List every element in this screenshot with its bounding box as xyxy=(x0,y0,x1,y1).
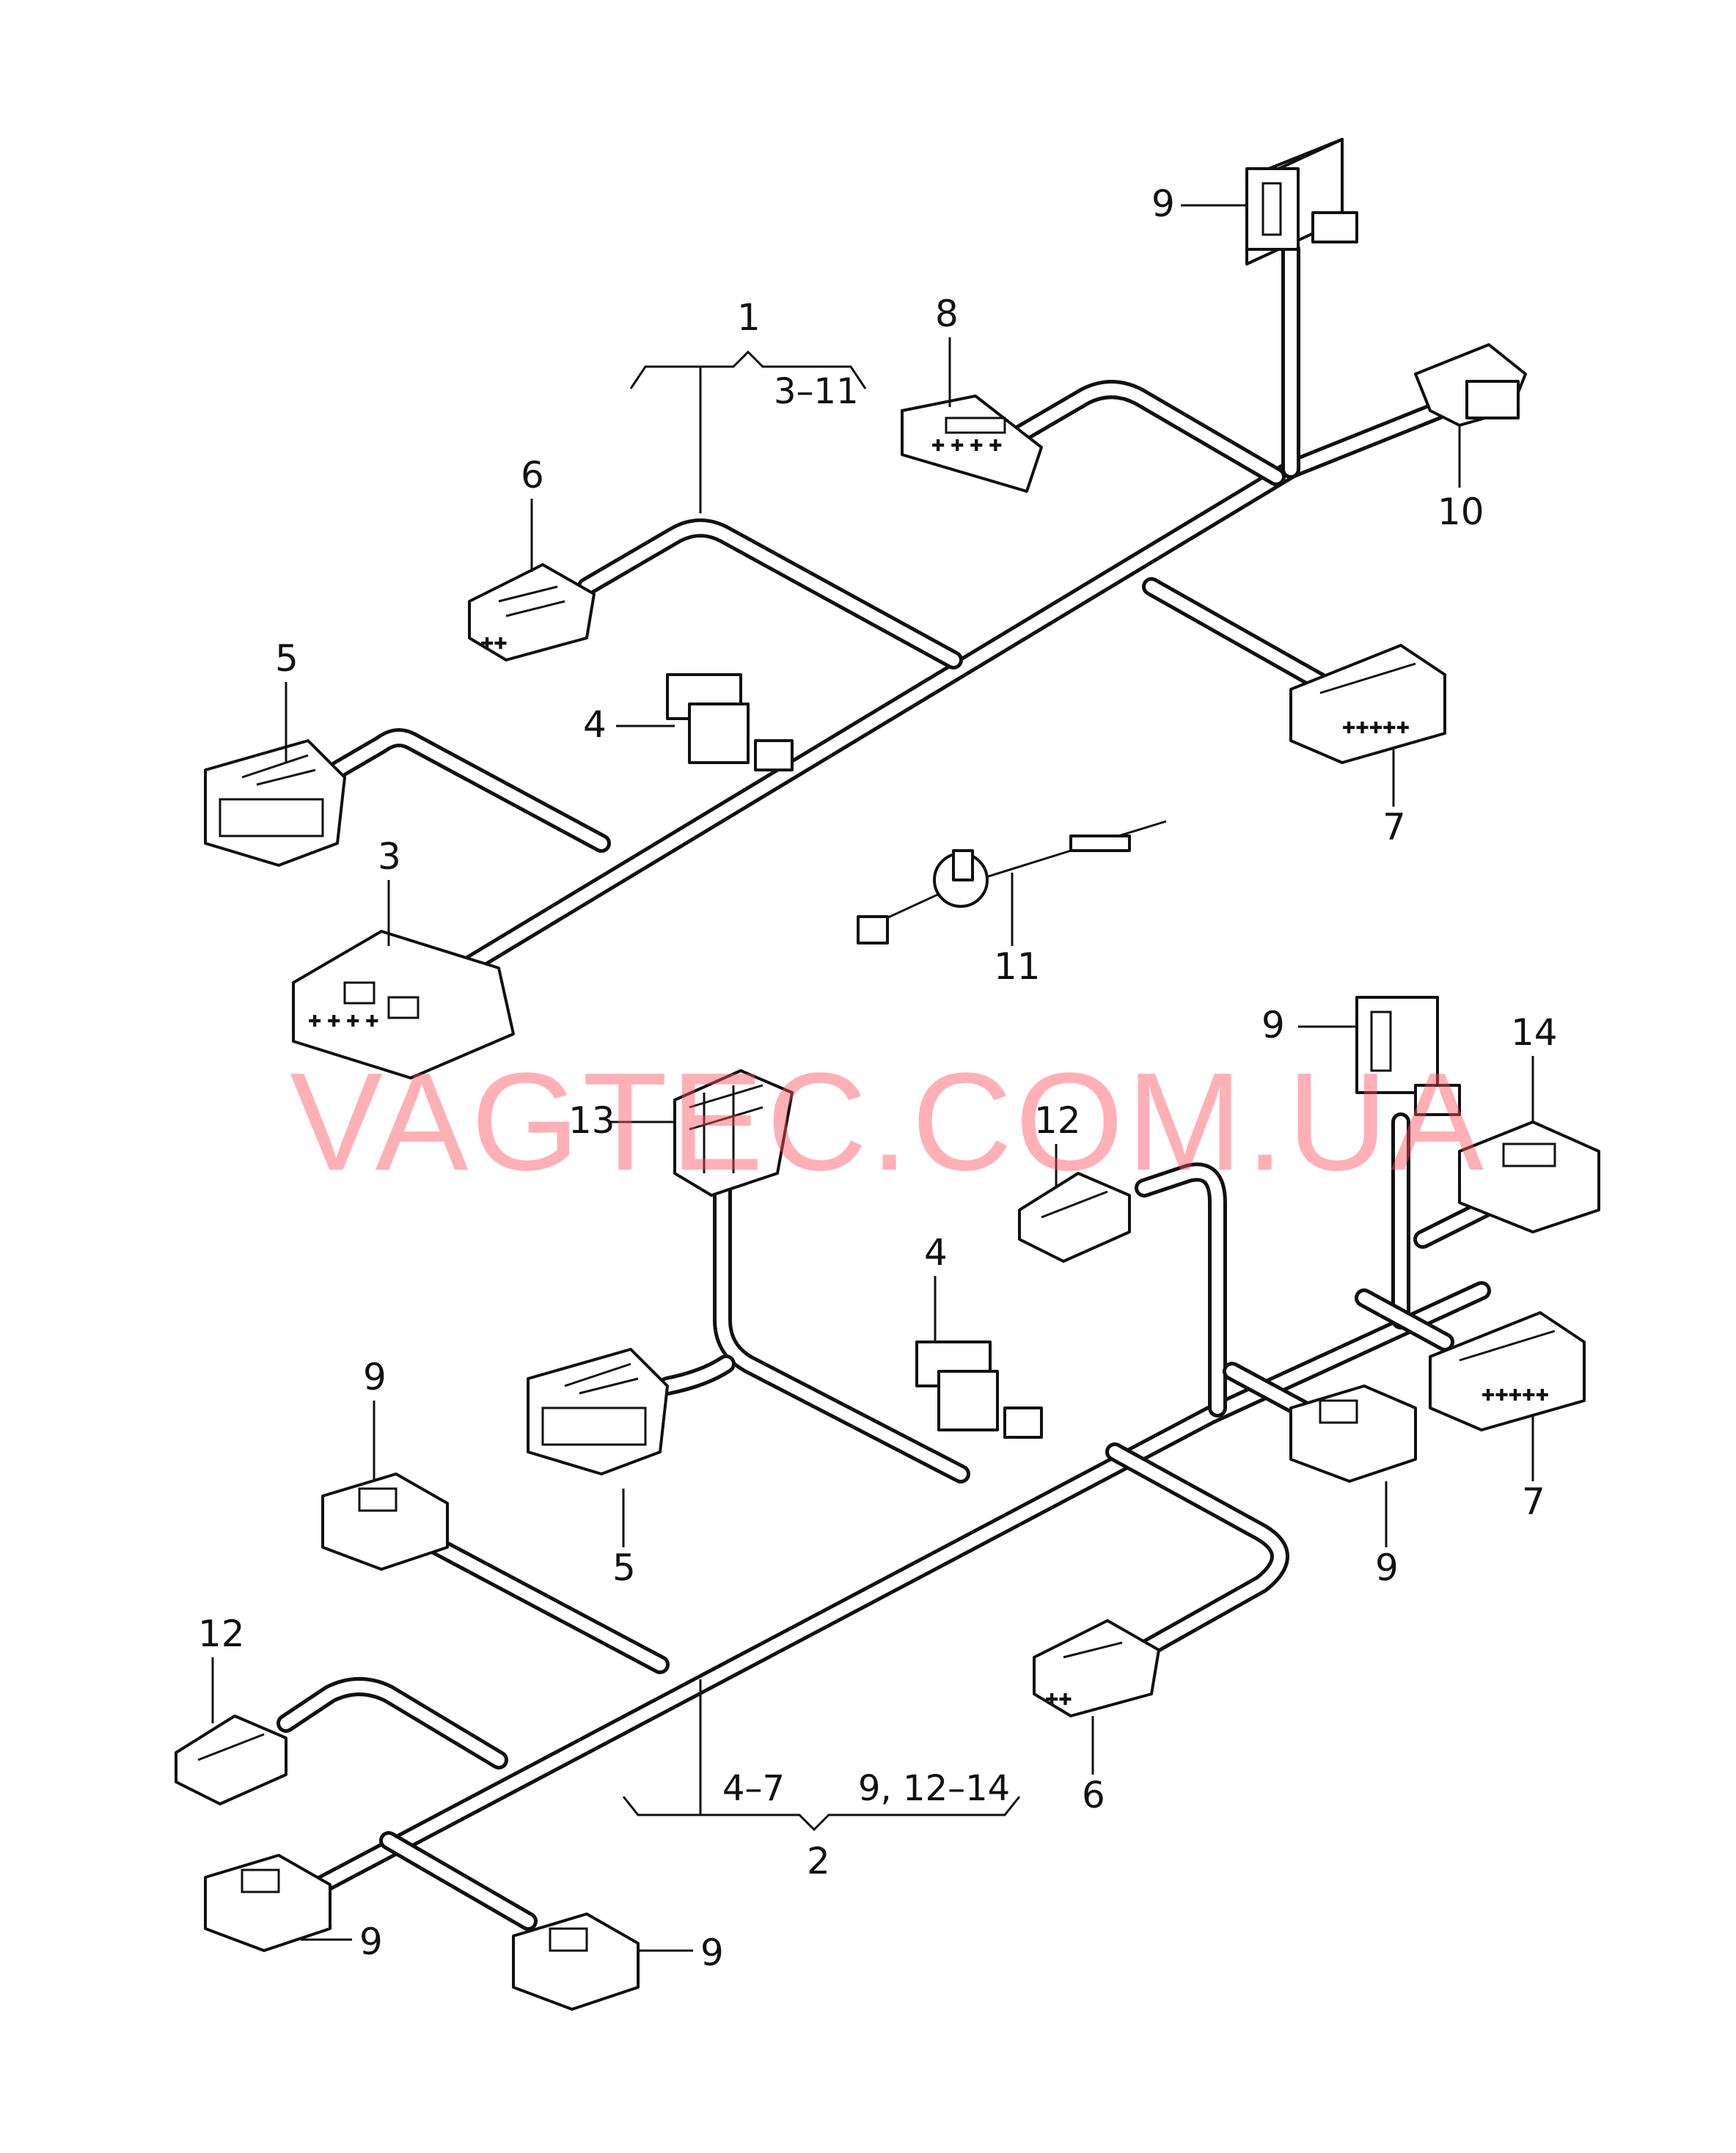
label-9-bottomleft: 9 xyxy=(359,1921,383,1963)
label-7-lower: 7 xyxy=(1522,1481,1545,1523)
connector-13 xyxy=(673,1069,794,1197)
bracket-1 xyxy=(629,350,867,513)
connector-12-upper xyxy=(1018,1172,1131,1263)
svg-text:✚ ✚ ✚ ✚: ✚ ✚ ✚ ✚ xyxy=(931,437,1003,455)
connector-9-top xyxy=(1245,138,1358,265)
connector-4-upper xyxy=(666,673,794,771)
label-range-9-12-14: 9, 12–14 xyxy=(858,1768,1010,1809)
label-7-upper: 7 xyxy=(1382,806,1406,848)
cable-tie-11 xyxy=(857,820,1167,945)
svg-text:✚✚: ✚✚ xyxy=(480,635,508,653)
svg-text:✚ ✚ ✚ ✚: ✚ ✚ ✚ ✚ xyxy=(308,1013,379,1031)
label-11: 11 xyxy=(994,945,1041,988)
label-9-right: 9 xyxy=(1261,1004,1285,1046)
svg-text:✚✚✚✚✚: ✚✚✚✚✚ xyxy=(1482,1387,1549,1405)
label-6-upper: 6 xyxy=(521,454,544,496)
connector-9-bottomright xyxy=(512,1912,640,2011)
connector-9-left xyxy=(321,1472,449,1571)
leaders xyxy=(211,204,1534,1952)
label-9-midright: 9 xyxy=(1375,1547,1399,1589)
lower-harness xyxy=(276,1112,1520,1931)
bracket-2 xyxy=(622,1679,1021,1832)
label-13: 13 xyxy=(568,1099,615,1142)
connector-5-lower xyxy=(527,1348,669,1475)
label-3: 3 xyxy=(378,835,401,878)
connector-6-lower: ✚✚ xyxy=(1033,1619,1160,1717)
label-4-upper: 4 xyxy=(583,703,607,746)
upper-harness xyxy=(328,240,1447,992)
connector-6-upper: ✚✚ xyxy=(468,563,596,661)
label-1: 1 xyxy=(737,296,761,339)
label-8: 8 xyxy=(935,293,959,335)
label-9-left: 9 xyxy=(363,1356,387,1398)
labels: 1 3–11 9 8 10 6 5 4 7 3 11 9 14 13 12 4 … xyxy=(198,183,1558,1974)
label-12-lower: 12 xyxy=(198,1613,245,1655)
connector-7-lower: ✚✚✚✚✚ xyxy=(1429,1311,1586,1431)
label-2: 2 xyxy=(807,1840,830,1882)
connector-10 xyxy=(1414,343,1527,427)
label-14: 14 xyxy=(1511,1011,1558,1054)
label-range-4-7: 4–7 xyxy=(722,1768,785,1809)
connector-9-midright xyxy=(1289,1384,1417,1483)
connector-12-lower xyxy=(175,1714,287,1805)
label-5-lower: 5 xyxy=(612,1547,636,1589)
connector-3: ✚ ✚ ✚ ✚ xyxy=(292,930,515,1079)
svg-text:✚✚: ✚✚ xyxy=(1045,1691,1072,1709)
label-10: 10 xyxy=(1437,491,1484,533)
connector-9-bottomleft xyxy=(204,1854,332,1952)
label-6-lower: 6 xyxy=(1082,1774,1105,1816)
label-9-bottomright: 9 xyxy=(700,1932,724,1974)
label-12-upper: 12 xyxy=(1034,1099,1081,1142)
label-4-lower: 4 xyxy=(924,1231,948,1274)
label-range-3-11: 3–11 xyxy=(774,371,859,412)
connector-9-right xyxy=(1355,996,1461,1116)
label-9-top: 9 xyxy=(1151,183,1175,225)
watermark: VAGTEC.COM.UA xyxy=(290,1044,1487,1200)
connector-7-upper: ✚✚✚✚✚ xyxy=(1289,644,1446,764)
label-5-upper: 5 xyxy=(275,637,299,680)
connector-8: ✚ ✚ ✚ ✚ xyxy=(901,395,1043,493)
connector-4-lower xyxy=(915,1340,1043,1439)
connector-5-upper xyxy=(204,739,346,867)
svg-text:✚✚✚✚✚: ✚✚✚✚✚ xyxy=(1342,719,1410,738)
